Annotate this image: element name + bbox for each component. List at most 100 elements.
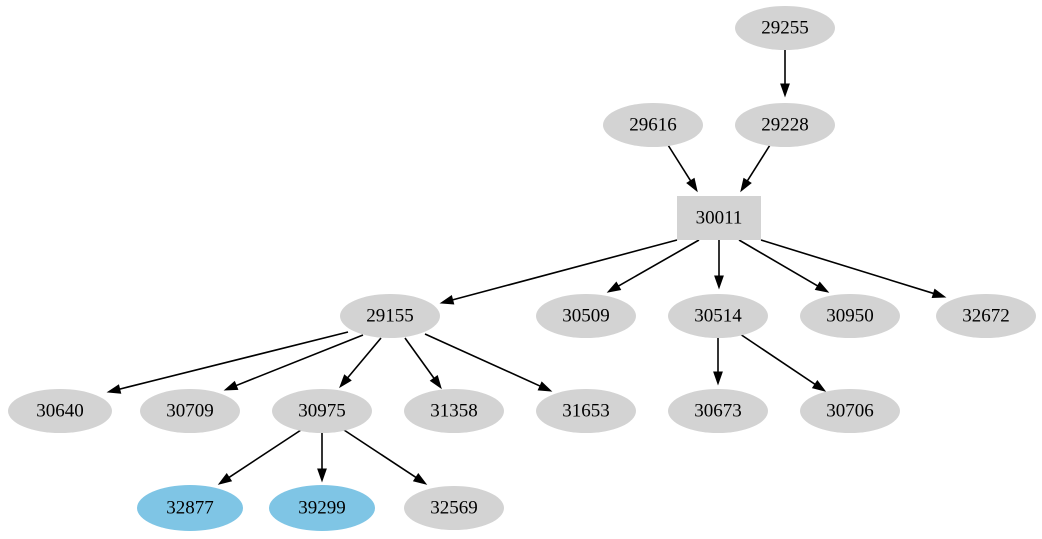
- graph-edge: [780, 50, 790, 98]
- node-shape-ellipse[interactable]: [536, 389, 636, 433]
- edge-arrowhead: [686, 177, 698, 193]
- node-shape-ellipse[interactable]: [8, 389, 112, 433]
- node-label: 30709: [166, 400, 214, 421]
- node-shape-ellipse[interactable]: [936, 294, 1036, 338]
- edge-line: [738, 239, 819, 287]
- edge-line: [235, 334, 364, 387]
- edge-arrowhead: [740, 177, 752, 193]
- node-label: 30509: [562, 305, 610, 326]
- node-shape-ellipse[interactable]: [536, 294, 636, 338]
- graph-edge: [738, 239, 830, 293]
- node-shape-ellipse[interactable]: [140, 389, 240, 433]
- node-label: 30011: [696, 207, 743, 228]
- edge-arrowhead: [106, 384, 122, 394]
- graph-edge: [339, 337, 382, 389]
- graph-edge: [606, 239, 700, 293]
- graph-node-30640[interactable]: 30640: [8, 389, 112, 433]
- edge-line: [739, 333, 816, 385]
- graph-edge: [740, 144, 771, 193]
- graph-node-31653[interactable]: 31653: [536, 389, 636, 433]
- node-shape-ellipse[interactable]: [404, 389, 504, 433]
- edge-arrowhead: [811, 379, 827, 392]
- node-label: 29255: [761, 17, 809, 38]
- graph-edge: [106, 331, 349, 394]
- edge-arrowhead: [606, 281, 622, 293]
- node-shape-ellipse[interactable]: [603, 103, 703, 147]
- edge-arrowhead: [217, 473, 233, 485]
- edge-line: [746, 144, 771, 182]
- graph-edge: [439, 239, 678, 305]
- graph-node-30011[interactable]: 30011: [677, 196, 761, 240]
- graph-edge: [424, 333, 553, 392]
- graph-node-30975[interactable]: 30975: [272, 389, 372, 433]
- graph-edge: [343, 429, 428, 485]
- graph-edge: [217, 429, 302, 485]
- graph-edge: [404, 337, 442, 390]
- graph-edge: [667, 144, 698, 193]
- edge-line: [618, 239, 700, 287]
- graph-edge: [739, 333, 827, 392]
- graph-node-32672[interactable]: 32672: [936, 294, 1036, 338]
- edge-line: [228, 429, 302, 479]
- graph-node-30706[interactable]: 30706: [800, 389, 900, 433]
- edge-arrowhead: [780, 83, 790, 98]
- node-shape-ellipse[interactable]: [668, 389, 768, 433]
- edge-line: [424, 333, 541, 387]
- graph-edge: [317, 433, 327, 483]
- edge-arrowhead: [713, 371, 723, 386]
- node-label: 32877: [166, 497, 214, 518]
- edge-arrowhead: [317, 468, 327, 483]
- graph-node-32569[interactable]: 32569: [404, 486, 504, 530]
- graph-node-39299[interactable]: 39299: [269, 485, 375, 531]
- node-shape-ellipse[interactable]: [800, 294, 900, 338]
- edge-line: [760, 239, 934, 295]
- graph-edge: [714, 240, 724, 290]
- node-label: 29228: [761, 114, 809, 135]
- node-label: 29616: [629, 114, 677, 135]
- graph-node-31358[interactable]: 31358: [404, 389, 504, 433]
- node-label: 30673: [694, 400, 742, 421]
- node-shape-ellipse[interactable]: [404, 486, 504, 530]
- node-label: 39299: [298, 497, 346, 518]
- node-label: 32672: [962, 305, 1010, 326]
- edge-line: [452, 239, 678, 301]
- edge-arrowhead: [714, 275, 724, 290]
- graph-node-30673[interactable]: 30673: [668, 389, 768, 433]
- node-label: 29155: [366, 305, 414, 326]
- edge-arrowhead: [439, 295, 455, 305]
- node-shape-ellipse[interactable]: [269, 485, 375, 531]
- graph-node-30514[interactable]: 30514: [668, 294, 768, 338]
- graph-node-29255[interactable]: 29255: [735, 6, 835, 50]
- graph-node-30509[interactable]: 30509: [536, 294, 636, 338]
- node-label: 31653: [562, 400, 610, 421]
- node-shape-ellipse[interactable]: [735, 6, 835, 50]
- graph-node-29155[interactable]: 29155: [340, 294, 440, 338]
- node-label: 31358: [430, 400, 478, 421]
- node-shape-box[interactable]: [677, 196, 761, 240]
- node-shape-ellipse[interactable]: [735, 103, 835, 147]
- node-shape-ellipse[interactable]: [668, 294, 768, 338]
- node-shape-ellipse[interactable]: [272, 389, 372, 433]
- graph-node-32877[interactable]: 32877: [137, 485, 243, 531]
- edge-arrowhead: [814, 281, 830, 293]
- edge-line: [119, 331, 349, 390]
- edge-line: [404, 337, 435, 379]
- edge-arrowhead: [429, 374, 442, 390]
- graph-node-30709[interactable]: 30709: [140, 389, 240, 433]
- edge-arrowhead: [931, 288, 947, 298]
- node-shape-ellipse[interactable]: [800, 389, 900, 433]
- nodes-layer: 29255 29616 29228 30011 29155 30509 30514 30950…: [8, 6, 1036, 531]
- edge-line: [347, 337, 382, 379]
- node-label: 30640: [36, 400, 84, 421]
- node-label: 30706: [826, 400, 874, 421]
- graph-node-30950[interactable]: 30950: [800, 294, 900, 338]
- node-label: 32569: [430, 497, 478, 518]
- edge-line: [343, 429, 417, 479]
- graph-node-29228[interactable]: 29228: [735, 103, 835, 147]
- node-shape-ellipse[interactable]: [340, 294, 440, 338]
- edge-arrowhead: [412, 473, 428, 485]
- graph-edge: [223, 334, 364, 391]
- graph-node-29616[interactable]: 29616: [603, 103, 703, 147]
- node-shape-ellipse[interactable]: [137, 485, 243, 531]
